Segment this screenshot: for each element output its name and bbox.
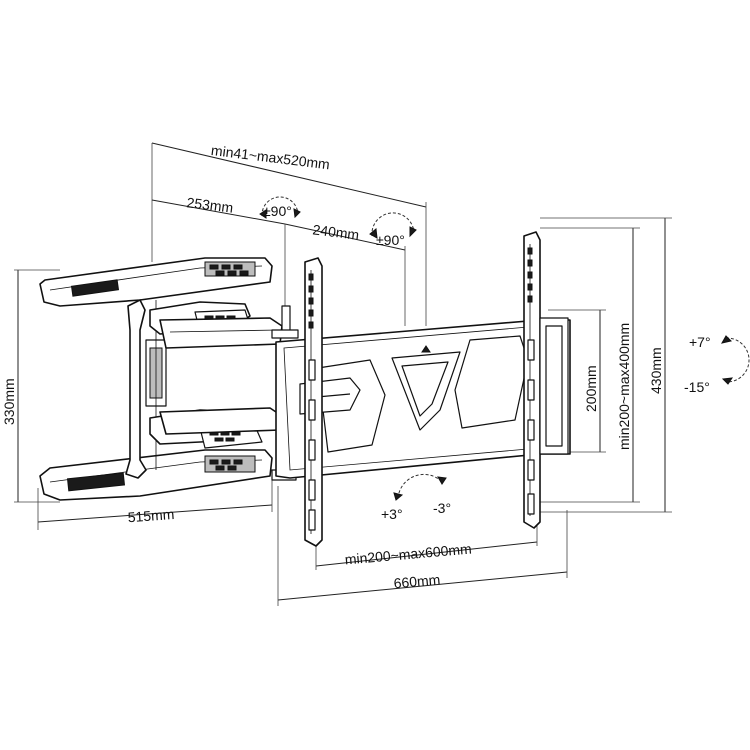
rotate-arrows <box>393 473 447 501</box>
left-rail-holes <box>308 273 316 531</box>
dimension-lines <box>14 142 672 606</box>
label-arm-segment-2: 240mm <box>312 221 360 243</box>
label-plate-vertical-gap: 200mm <box>583 365 599 412</box>
right-rail-holes <box>527 247 535 515</box>
label-tilt-down: -15° <box>684 379 710 395</box>
label-swivel-2: ±90° <box>376 232 405 248</box>
tilt-arrow <box>721 335 750 385</box>
wall-bracket <box>39 257 299 501</box>
tv-plate <box>275 231 571 547</box>
label-height-mount: 330mm <box>1 378 17 425</box>
label-rotate-plus: +3° <box>381 506 403 522</box>
label-rotate-minus: -3° <box>433 500 451 516</box>
label-plate-width: 660mm <box>393 571 441 591</box>
label-total-height: 430mm <box>648 347 664 394</box>
label-depth-arm: 515mm <box>127 506 175 525</box>
label-vesa-horizontal: min200~max600mm <box>344 540 472 567</box>
label-swivel-1: ±90° <box>263 203 292 219</box>
label-arm-segment-1: 253mm <box>186 194 234 216</box>
swivel-arrows <box>259 196 417 239</box>
label-arm-extension: min41~max520mm <box>210 142 330 172</box>
label-vesa-vertical: min200~max400mm <box>616 323 632 450</box>
labels: min41~max520mm 253mm ±90° 240mm ±90° 330… <box>1 142 711 591</box>
label-tilt-up: +7° <box>689 334 711 350</box>
